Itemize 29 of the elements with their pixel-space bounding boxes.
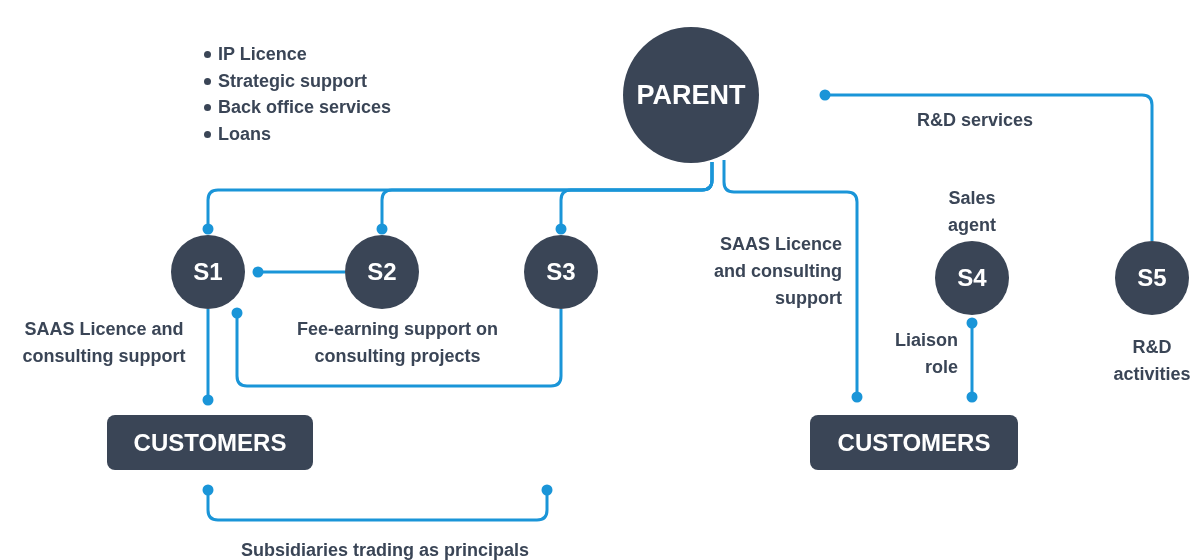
edge-label: SAAS Licence and consulting support [21,318,187,368]
connector [202,309,214,406]
connector [722,160,863,403]
node-label: CUSTOMERS [837,427,991,458]
node-label: S4 [957,263,987,293]
list-item: Loans [218,123,272,146]
node-label: PARENT [636,78,746,112]
list-item: Back office services [218,96,393,119]
node-caption: Sales agent [947,187,997,237]
customer-box [107,415,313,470]
connector [555,162,714,235]
node-label: S1 [193,257,223,287]
list-item: IP Licence [218,43,308,66]
edge-label: R&D services [915,109,1035,132]
bracket-label: Subsidiaries trading as principals [239,539,531,560]
node-label: S3 [546,257,576,287]
connector [966,317,978,403]
list-item: Strategic support [218,70,369,93]
node-label: CUSTOMERS [133,427,287,458]
connector [252,266,345,278]
connector [231,307,563,388]
edge-label: SAAS Licence and consulting support [713,233,842,310]
customer-box [810,415,1018,470]
edge-label: Liaison role [894,329,958,379]
edge-label: Fee-earning support on consulting projects [296,318,499,368]
node-caption: R&D activities [1112,336,1192,386]
node-label: S5 [1137,263,1167,293]
connector [819,89,1154,241]
node-label: S2 [367,257,397,287]
